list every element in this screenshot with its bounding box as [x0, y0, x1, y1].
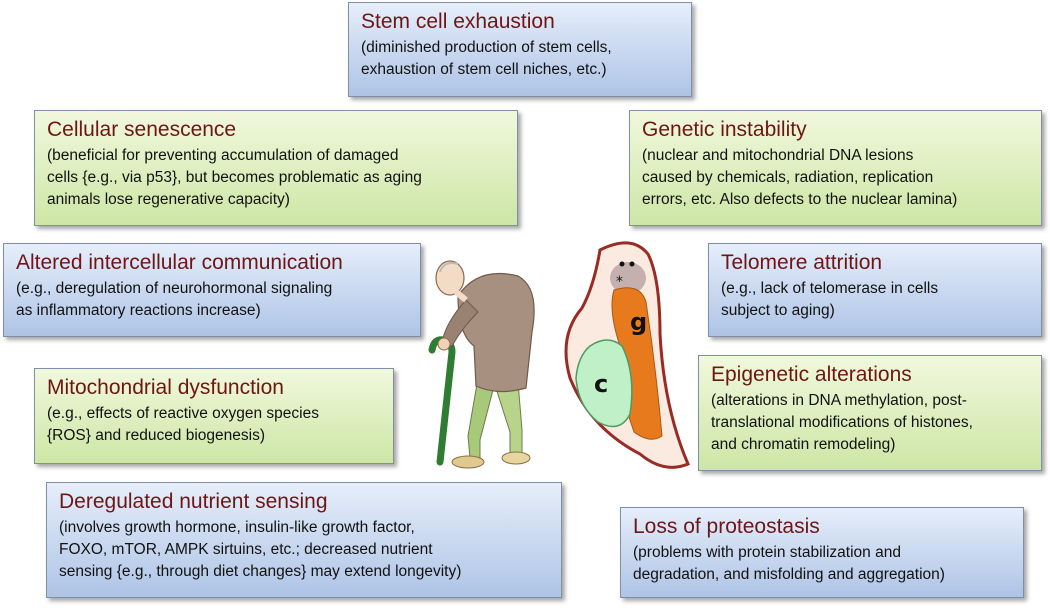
man-sweater: [457, 272, 535, 393]
worm-illustration: * g c: [564, 241, 690, 469]
hallmark-description-line: (diminished production of stem cells,: [361, 39, 612, 56]
hallmark-description-line: sensing {e.g., through diet changes} may…: [59, 563, 462, 580]
man-arm: [441, 299, 479, 347]
hallmark-description-line: (involves growth hormone, insulin-like g…: [59, 519, 415, 536]
worm-head-region: [610, 262, 646, 294]
hallmark-description-line: (beneficial for preventing accumulation …: [47, 147, 399, 164]
hallmark-title: Mitochondrial dysfunction: [47, 376, 284, 399]
hallmark-description-line: caused by chemicals, radiation, replicat…: [642, 169, 934, 186]
hallmark-stem-cell-exhaustion: Stem cell exhaustion (diminished product…: [348, 2, 692, 97]
hallmark-description-line: translational modifications of histones,: [711, 414, 973, 431]
hallmark-title: Altered intercellular communication: [16, 251, 343, 274]
man-leg-front: [493, 381, 523, 455]
hallmark-description-line: and chromatin remodeling): [711, 436, 896, 453]
man-head: [435, 260, 465, 296]
hallmark-title: Genetic instability: [642, 118, 807, 141]
man-hair: [439, 262, 459, 273]
worm-star: *: [616, 274, 623, 290]
hallmark-description-line: degradation, and misfolding and aggregat…: [633, 566, 945, 583]
hallmark-title: Stem cell exhaustion: [361, 10, 555, 33]
hallmark-description-line: subject to aging): [721, 302, 835, 319]
worm-gut: [575, 339, 633, 428]
hallmark-loss-of-proteostasis: Loss of proteostasis (problems with prot…: [620, 507, 1024, 598]
hallmark-deregulated-nutrient-sensing: Deregulated nutrient sensing (involves g…: [46, 482, 562, 598]
hallmark-description-line: (e.g., effects of reactive oxygen specie…: [47, 405, 319, 422]
hallmark-description-line: FOXO, mTOR, AMPK sirtuins, etc.; decreas…: [59, 541, 433, 558]
hallmark-title: Deregulated nutrient sensing: [59, 490, 328, 513]
hallmark-title: Cellular senescence: [47, 118, 237, 141]
hallmark-description-line: (e.g., deregulation of neurohormonal sig…: [16, 280, 333, 297]
hallmark-description-line: cells {e.g., via p53}, but becomes probl…: [47, 169, 422, 186]
walking-cane: [428, 336, 456, 466]
hallmark-description-line: exhaustion of stem cell niches, etc.): [361, 61, 607, 78]
hallmark-title: Loss of proteostasis: [633, 515, 820, 538]
man-hand: [437, 337, 451, 351]
hallmark-title: Telomere attrition: [721, 251, 883, 274]
man-shoe-back: [451, 455, 485, 469]
worm-label-g: g: [630, 308, 647, 336]
hallmark-cellular-senescence: Cellular senescence (beneficial for prev…: [34, 110, 518, 226]
man-shoe-front: [501, 451, 531, 465]
worm-eye-left: [619, 261, 625, 267]
elderly-man-illustration: [428, 260, 535, 469]
hallmark-description-line: {ROS} and reduced biogenesis): [47, 427, 266, 444]
hallmark-mitochondrial-dysfunction: Mitochondrial dysfunction (e.g., effects…: [34, 368, 394, 464]
hallmark-description-line: (problems with protein stabilization and: [633, 544, 901, 561]
hallmark-telomere-attrition: Telomere attrition (e.g., lack of telome…: [708, 243, 1042, 337]
worm-label-c: c: [594, 370, 608, 398]
hallmark-epigenetic-alterations: Epigenetic alterations (alterations in D…: [698, 355, 1042, 471]
hallmark-description-line: (e.g., lack of telomerase in cells: [721, 280, 939, 297]
hallmark-description-line: (alterations in DNA methylation, post-: [711, 392, 967, 409]
hallmark-title: Epigenetic alterations: [711, 363, 912, 386]
hallmark-description-line: animals lose regenerative capacity): [47, 191, 290, 208]
hallmark-description-line: (nuclear and mitochondrial DNA lesions: [642, 147, 914, 164]
hallmark-description-line: errors, etc. Also defects to the nuclear…: [642, 191, 958, 208]
hallmark-altered-intercellular-communication: Altered intercellular communication (e.g…: [3, 243, 421, 337]
hallmark-genetic-instability: Genetic instability (nuclear and mitocho…: [629, 110, 1042, 226]
hallmark-description-line: as inflammatory reactions increase): [16, 302, 261, 319]
worm-eye-right: [629, 261, 635, 267]
